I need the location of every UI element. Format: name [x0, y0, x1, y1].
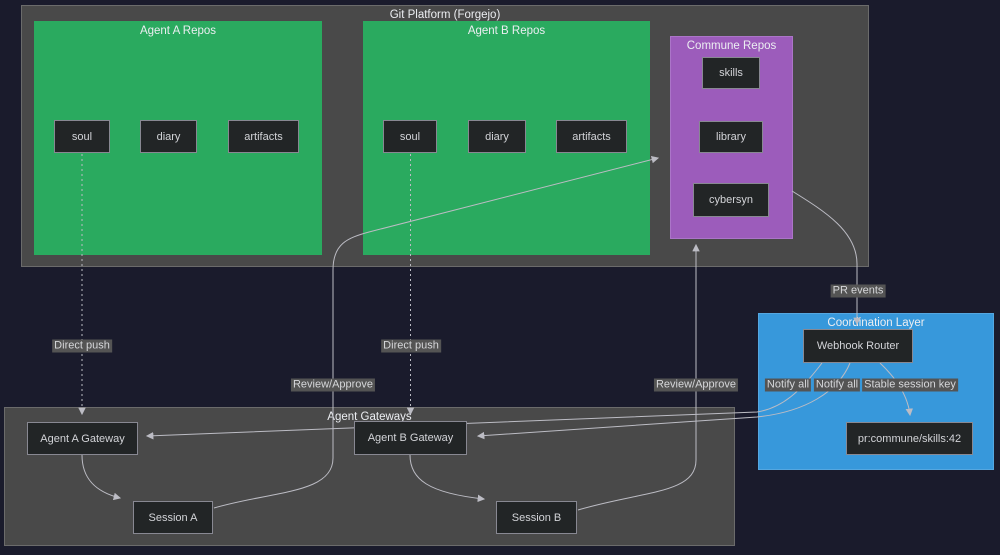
edge-notify-all-b — [476, 362, 851, 440]
edge-gateway-b-to-session-b — [409, 454, 486, 503]
edge-review-approve-a — [213, 155, 660, 509]
edge-label-notify-all-b: Notify all — [813, 378, 861, 392]
edge-gateway-a-to-session-a — [81, 454, 122, 501]
edge-notify-all-a — [145, 362, 823, 440]
edge-review-approve-b — [577, 243, 700, 511]
edge-label-review-approve-a: Review/Approve — [290, 378, 376, 392]
node-agent-a-gateway: Agent A Gateway — [27, 422, 138, 455]
node-skills: skills — [702, 57, 760, 89]
node-agent-b-gateway: Agent B Gateway — [354, 421, 467, 455]
node-session-a: Session A — [133, 501, 213, 534]
node-cybersyn: cybersyn — [693, 183, 769, 217]
node-pr-commune-skills: pr:commune/skills:42 — [846, 422, 973, 455]
edge-label-notify-all-a: Notify all — [764, 378, 812, 392]
node-artifacts-b: artifacts — [556, 120, 627, 153]
node-session-b: Session B — [496, 501, 577, 534]
edge-pr-events — [791, 190, 861, 326]
edge-label-pr-events: PR events — [830, 284, 886, 298]
node-soul-a: soul — [54, 120, 110, 153]
edge-label-direct-push-a: Direct push — [52, 339, 112, 353]
edge-label-stable-session-key: Stable session key — [862, 378, 958, 392]
node-library: library — [699, 121, 763, 153]
node-diary-a: diary — [140, 120, 197, 153]
edge-label-review-approve-b: Review/Approve — [653, 378, 739, 392]
node-webhook-router: Webhook Router — [803, 329, 913, 363]
edge-label-direct-push-b: Direct push — [381, 339, 441, 353]
node-artifacts-a: artifacts — [228, 120, 299, 153]
node-soul-b: soul — [383, 120, 437, 153]
node-diary-b: diary — [468, 120, 526, 153]
